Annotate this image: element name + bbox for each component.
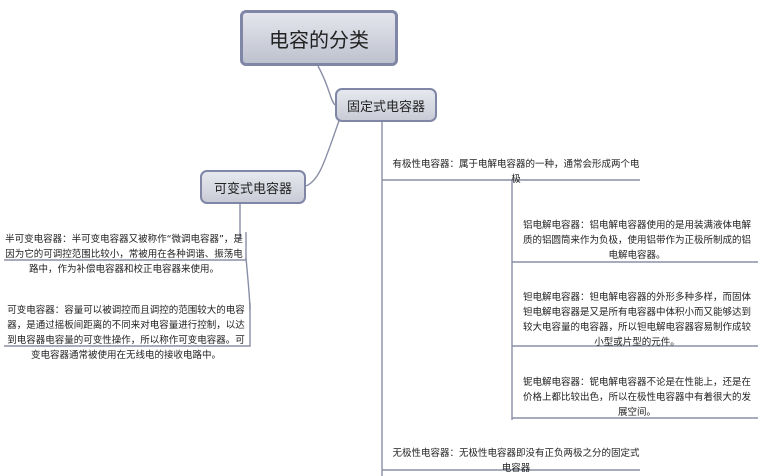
connector-variable-topic2 <box>4 303 251 347</box>
branch-variable-label: 可变式电容器 <box>213 181 292 197</box>
topic-semi-variable[interactable]: 半可变电容器：半可变电容器又被称作“微调电容器”，是因为它的可调控范围比较小，常… <box>5 234 243 275</box>
topic-nonpolar[interactable]: 无极性电容器：无极性电容器即没有正负两极之分的固定式电容器 <box>392 448 640 474</box>
branch-fixed-capacitor[interactable]: 固定式电容器 <box>335 88 437 122</box>
topic-variable[interactable]: 可变电容器：容量可以被调控而且调控的范围较大的电容器，是通过摇板间距离的不同来对… <box>7 305 245 361</box>
branch-variable-capacitor[interactable]: 可变式电容器 <box>200 170 306 204</box>
topic-tantalum[interactable]: 钽电解电容器：钽电解电容器的外形多种多样，而固体钽电解电容器是又是所有电容器中体… <box>522 292 751 348</box>
topic-niobium[interactable]: 铌电解电容器：铌电解电容器不论是在性能上，还是在价格上都比较出色，所以在极性电容… <box>522 377 751 418</box>
connector-fixed-variable <box>305 117 341 187</box>
branch-fixed-label: 固定式电容器 <box>346 99 425 115</box>
topic-polar[interactable]: 有极性电容器：属于电解电容器的一种，通常会形成两个电极 <box>392 159 640 185</box>
topic-aluminum[interactable]: 铝电解电容器：铝电解电容器使用的是用装满液体电解质的铝圆筒来作为负极，使用铝带作… <box>522 220 751 261</box>
connector-root-fixed <box>317 65 336 106</box>
root-label: 电容的分类 <box>269 27 369 52</box>
root-node[interactable]: 电容的分类 <box>240 10 398 66</box>
connector-variable-curve <box>245 257 251 311</box>
